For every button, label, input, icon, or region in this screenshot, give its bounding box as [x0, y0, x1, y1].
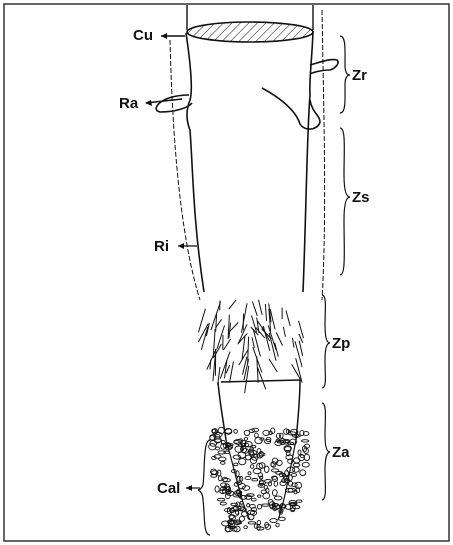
cut-surface — [187, 22, 313, 42]
label-zp: Zp — [332, 335, 350, 352]
label-ra: Ra — [119, 95, 139, 112]
label-ri: Ri — [154, 238, 169, 255]
label-cu: Cu — [133, 27, 153, 44]
label-za: Za — [332, 444, 350, 461]
label-zr: Zr — [352, 67, 367, 84]
label-zs: Zs — [352, 189, 370, 206]
figure-border — [4, 4, 449, 541]
label-cal: Cal — [157, 480, 180, 497]
